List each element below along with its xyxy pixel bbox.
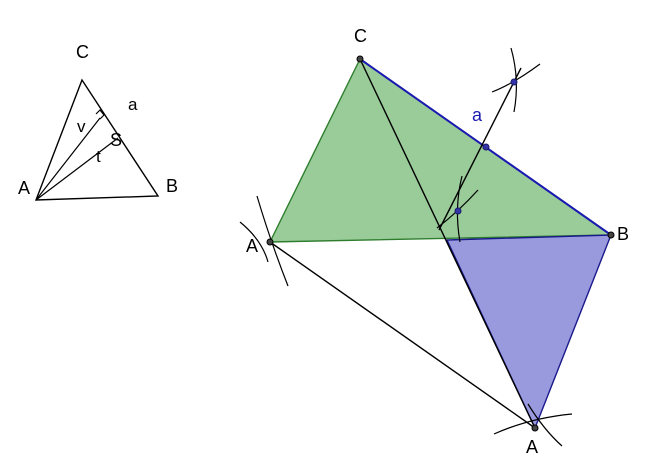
point-C <box>356 55 364 63</box>
reference-label-B: B <box>166 176 178 196</box>
perpendicular-bisector <box>438 67 522 231</box>
arc-bottom-A-1 <box>493 413 573 435</box>
point-bisector-low <box>454 207 462 215</box>
line-A-left-to-A-bottom <box>269 241 536 429</box>
reference-label-C: C <box>76 42 89 62</box>
figure-label-A-bottom: A <box>526 437 538 457</box>
altitude-v <box>35 117 101 201</box>
reference-triangle: C A B a v t S <box>18 42 178 201</box>
arc-left-A-2 <box>239 221 269 263</box>
reference-label-a: a <box>128 95 138 114</box>
point-A-left <box>266 238 274 246</box>
median-t <box>35 137 119 201</box>
point-A-bottom <box>531 424 539 432</box>
point-B <box>607 231 615 239</box>
line-C-to-A-bottom <box>359 58 536 429</box>
point-bisector-top <box>510 78 518 86</box>
figure-label-A-left: A <box>246 236 258 256</box>
figure-label-B: B <box>617 224 629 244</box>
reference-label-S: S <box>110 130 122 150</box>
reference-label-v: v <box>77 117 86 136</box>
reference-label-A: A <box>18 178 30 198</box>
reference-triangle-outline <box>34 78 160 201</box>
figure-label-C: C <box>354 26 367 46</box>
arc-bottom-A-2 <box>527 403 563 447</box>
point-midpoint-a <box>482 143 490 151</box>
right-angle-mark <box>95 109 105 120</box>
green-triangle <box>268 57 614 243</box>
construction-figure: C A B A a <box>239 26 629 457</box>
reference-label-t: t <box>96 147 101 166</box>
blue-triangle <box>445 234 613 430</box>
figure-label-a: a <box>472 105 483 125</box>
